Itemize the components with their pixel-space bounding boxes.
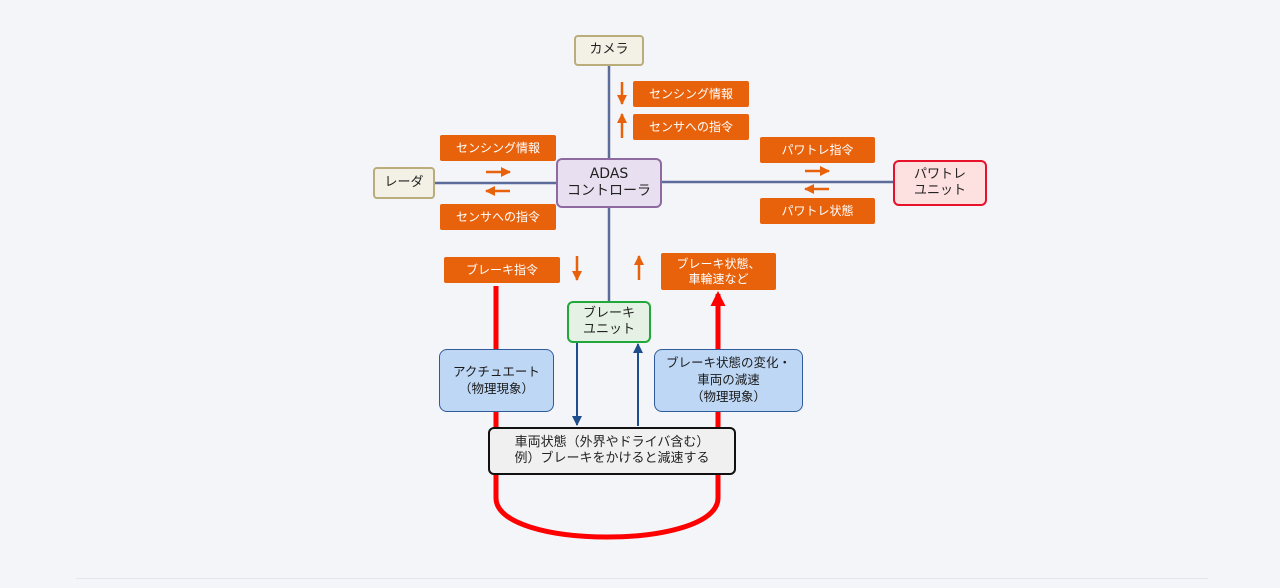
radar-command-label: センサへの指令	[440, 204, 556, 230]
pt-state-label: パワトレ状態	[760, 198, 875, 224]
vehicle-state-node: 車両状態（外界やドライバ含む） 例）ブレーキをかけると減速する	[488, 427, 736, 475]
camera-node: カメラ	[574, 35, 644, 66]
radar-sensing-label: センシング情報	[440, 135, 556, 161]
pt-command-label: パワトレ指令	[760, 137, 875, 163]
brake-command-label: ブレーキ指令	[444, 257, 560, 283]
adas-controller-node: ADAS コントローラ	[556, 158, 662, 208]
brake-unit-node: ブレーキ ユニット	[567, 301, 651, 343]
radar-node: レーダ	[373, 167, 435, 199]
camera-command-label: センサへの指令	[633, 114, 749, 140]
footer-divider	[76, 578, 1208, 579]
red-feedback-loop	[493, 286, 721, 540]
brake-state-label: ブレーキ状態、 車輪速など	[661, 253, 776, 290]
brake-change-physical-box: ブレーキ状態の変化・ 車両の減速 （物理現象）	[654, 349, 803, 412]
powertrain-unit-node: パワトレ ユニット	[893, 160, 987, 206]
actuate-physical-box: アクチュエート （物理現象）	[439, 349, 554, 412]
camera-sensing-label: センシング情報	[633, 81, 749, 107]
